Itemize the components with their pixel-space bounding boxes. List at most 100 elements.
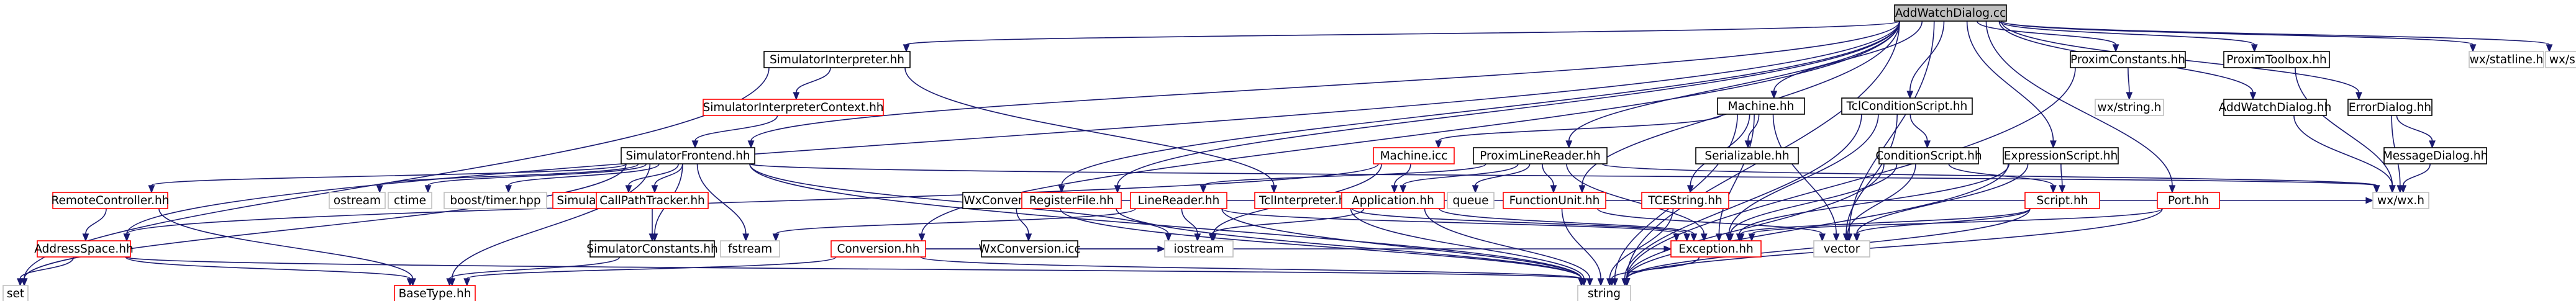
node-box-ostream: [329, 192, 386, 209]
node-wxwx: wx/wx.h: [2372, 192, 2429, 209]
node-box-proxconst: [2070, 51, 2186, 68]
edge-machine-to-machineicc: [1437, 114, 1723, 142]
node-port[interactable]: Port.hh: [2157, 192, 2220, 209]
arrowhead-machine-to-vector: [1832, 233, 1840, 242]
arrowhead-root-to-simfront: [747, 140, 755, 149]
arrowhead-awdhh-to-wxwx: [2388, 185, 2396, 194]
node-label-msgdlg: MessageDialog.hh: [2383, 150, 2488, 163]
edge-simfront-to-iostream: [749, 163, 1169, 235]
node-tclinterp[interactable]: TclInterpreter.hh: [1254, 192, 1358, 209]
arrowhead-root-to-proxline: [1565, 140, 1573, 149]
arrowhead-root-to-port: [2169, 185, 2176, 194]
arrowhead-proxline-to-funcunit: [1550, 185, 1557, 194]
edge-errdlg-to-msgdlg: [2396, 115, 2433, 142]
edge-root-to-proxline: [1568, 20, 1900, 142]
node-machineicc[interactable]: Machine.icc: [1373, 147, 1455, 164]
arrowhead-simint-to-tclinterp: [1270, 185, 1278, 194]
arrowhead-callpath-to-simconst: [649, 233, 656, 242]
node-callpath[interactable]: CallPathTracker.hh: [596, 192, 709, 209]
node-label-vector: vector: [1824, 243, 1860, 256]
node-label-proxtool: ProximToolbox.hh: [2226, 53, 2327, 66]
arrowhead-condscript-to-script: [2049, 185, 2057, 194]
arrowhead-application-to-iostream: [1208, 233, 1216, 242]
node-label-spinctrl: wx/spinctrl.h: [2549, 53, 2576, 66]
node-box-callpath: [596, 192, 709, 209]
arrowhead-simintctx-to-simfront: [691, 140, 699, 149]
node-label-simconst: SimulatorConstants.hh: [586, 243, 717, 256]
node-proxline[interactable]: ProximLineReader.hh: [1473, 147, 1608, 164]
node-errdlg[interactable]: ErrorDialog.hh: [2347, 99, 2433, 116]
edge-wxconv-to-string: [1060, 208, 1582, 279]
edge-root-to-addrspace: [126, 20, 1900, 235]
edge-simintctx-to-simfront: [694, 115, 778, 142]
node-box-ctime: [388, 192, 432, 209]
node-box-vector: [1813, 240, 1870, 258]
node-proxconst[interactable]: ProximConstants.hh: [2070, 51, 2186, 68]
node-root[interactable]: AddWatchDialog.cc: [1894, 4, 2007, 22]
node-tclcond[interactable]: TclConditionScript.hh: [1841, 97, 1973, 115]
edge-proxconst-to-string: [1626, 67, 2076, 279]
arrowhead-root-to-statline: [2469, 44, 2477, 53]
node-simfront[interactable]: SimulatorFrontend.hh: [621, 147, 755, 164]
arrowhead-addrspace-to-basetype: [406, 278, 414, 287]
edge-proxline-to-application: [1402, 163, 1519, 186]
node-addrspace[interactable]: AddressSpace.hh: [34, 240, 134, 258]
arrowhead-root-to-conv: [918, 233, 926, 242]
node-label-exception: Exception.hh: [1678, 243, 1753, 256]
node-box-string: [1577, 285, 1631, 301]
node-box-wxconvicc: [981, 240, 1078, 258]
edge-remote-to-addrspace: [85, 208, 107, 235]
node-label-iostream: iostream: [1173, 243, 1224, 256]
arrowhead-root-to-machine: [1770, 91, 1778, 99]
node-basetype[interactable]: BaseType.hh: [394, 285, 476, 301]
node-linereader[interactable]: LineReader.hh: [1130, 192, 1227, 209]
arrowhead-linereader-to-fstream: [772, 233, 780, 242]
arrowhead-script-to-exception: [1737, 233, 1745, 242]
node-box-simconst: [589, 240, 715, 258]
edge-root-to-machine: [1773, 20, 1923, 92]
node-label-script: Script.hh: [2037, 194, 2088, 207]
node-box-addrspace: [37, 240, 131, 258]
node-funcunit[interactable]: FunctionUnit.hh: [1503, 192, 1606, 209]
edge-simfront-to-remote: [151, 163, 627, 186]
arrowhead-script-to-vector: [1853, 233, 1860, 242]
arrowhead-remote-to-addrspace: [82, 233, 89, 242]
arrowhead-simconst-to-basetype: [446, 278, 453, 287]
node-box-basetype: [394, 285, 476, 301]
node-remote[interactable]: RemoteController.hh: [51, 192, 170, 209]
node-serial[interactable]: Serializable.hh: [1695, 147, 1799, 164]
arrowhead-simfront-to-iostream: [1165, 233, 1172, 242]
node-box-set: [2, 285, 29, 301]
node-regfile[interactable]: RegisterFile.hh: [1021, 192, 1122, 209]
arrowhead-machine-to-tcestring: [1686, 185, 1694, 194]
node-tcestring[interactable]: TCEString.hh: [1641, 192, 1729, 209]
node-simintctx[interactable]: SimulatorInterpreterContext.hh: [703, 99, 884, 116]
edge-root-to-simfront: [750, 20, 1900, 142]
node-machine[interactable]: Machine.hh: [1717, 97, 1805, 115]
node-statline: wx/statline.h: [2469, 51, 2544, 68]
node-label-awdhh: AddWatchDialog.hh: [2219, 101, 2332, 114]
edge-awdhh-to-wxwx: [2293, 115, 2393, 186]
node-condscript[interactable]: ConditionScript.hh: [1875, 147, 1982, 164]
node-simint[interactable]: SimulatorInterpreter.hh: [763, 51, 911, 68]
node-simconst[interactable]: SimulatorConstants.hh: [586, 240, 718, 258]
node-label-tclinterp: TclInterpreter.hh: [1258, 194, 1353, 207]
arrowhead-machineicc-to-addrspace: [123, 233, 130, 242]
node-msgdlg[interactable]: MessageDialog.hh: [2383, 147, 2488, 164]
node-awdhh[interactable]: AddWatchDialog.hh: [2219, 99, 2332, 116]
node-exprscript[interactable]: ExpressionScript.hh: [2003, 147, 2119, 164]
node-label-machine: Machine.hh: [1728, 100, 1795, 113]
node-box-tcestring: [1641, 192, 1729, 209]
node-exception[interactable]: Exception.hh: [1670, 240, 1762, 258]
node-wxconvicc[interactable]: WxConversion.icc: [978, 240, 1081, 258]
edge-tclcond-to-vector: [1846, 114, 1898, 235]
arrowhead-errdlg-to-msgdlg: [2429, 140, 2436, 149]
node-application[interactable]: Application.hh: [1341, 192, 1445, 209]
node-script[interactable]: Script.hh: [2024, 192, 2100, 209]
node-conv[interactable]: Conversion.hh: [831, 240, 926, 258]
edge-proxline-to-queue: [1475, 163, 1531, 186]
edge-root-to-regfile: [1117, 20, 1900, 186]
node-proxtool[interactable]: ProximToolbox.hh: [2223, 51, 2330, 68]
node-box-iostream: [1164, 240, 1234, 258]
edge-simfront-to-basetype: [451, 163, 651, 279]
